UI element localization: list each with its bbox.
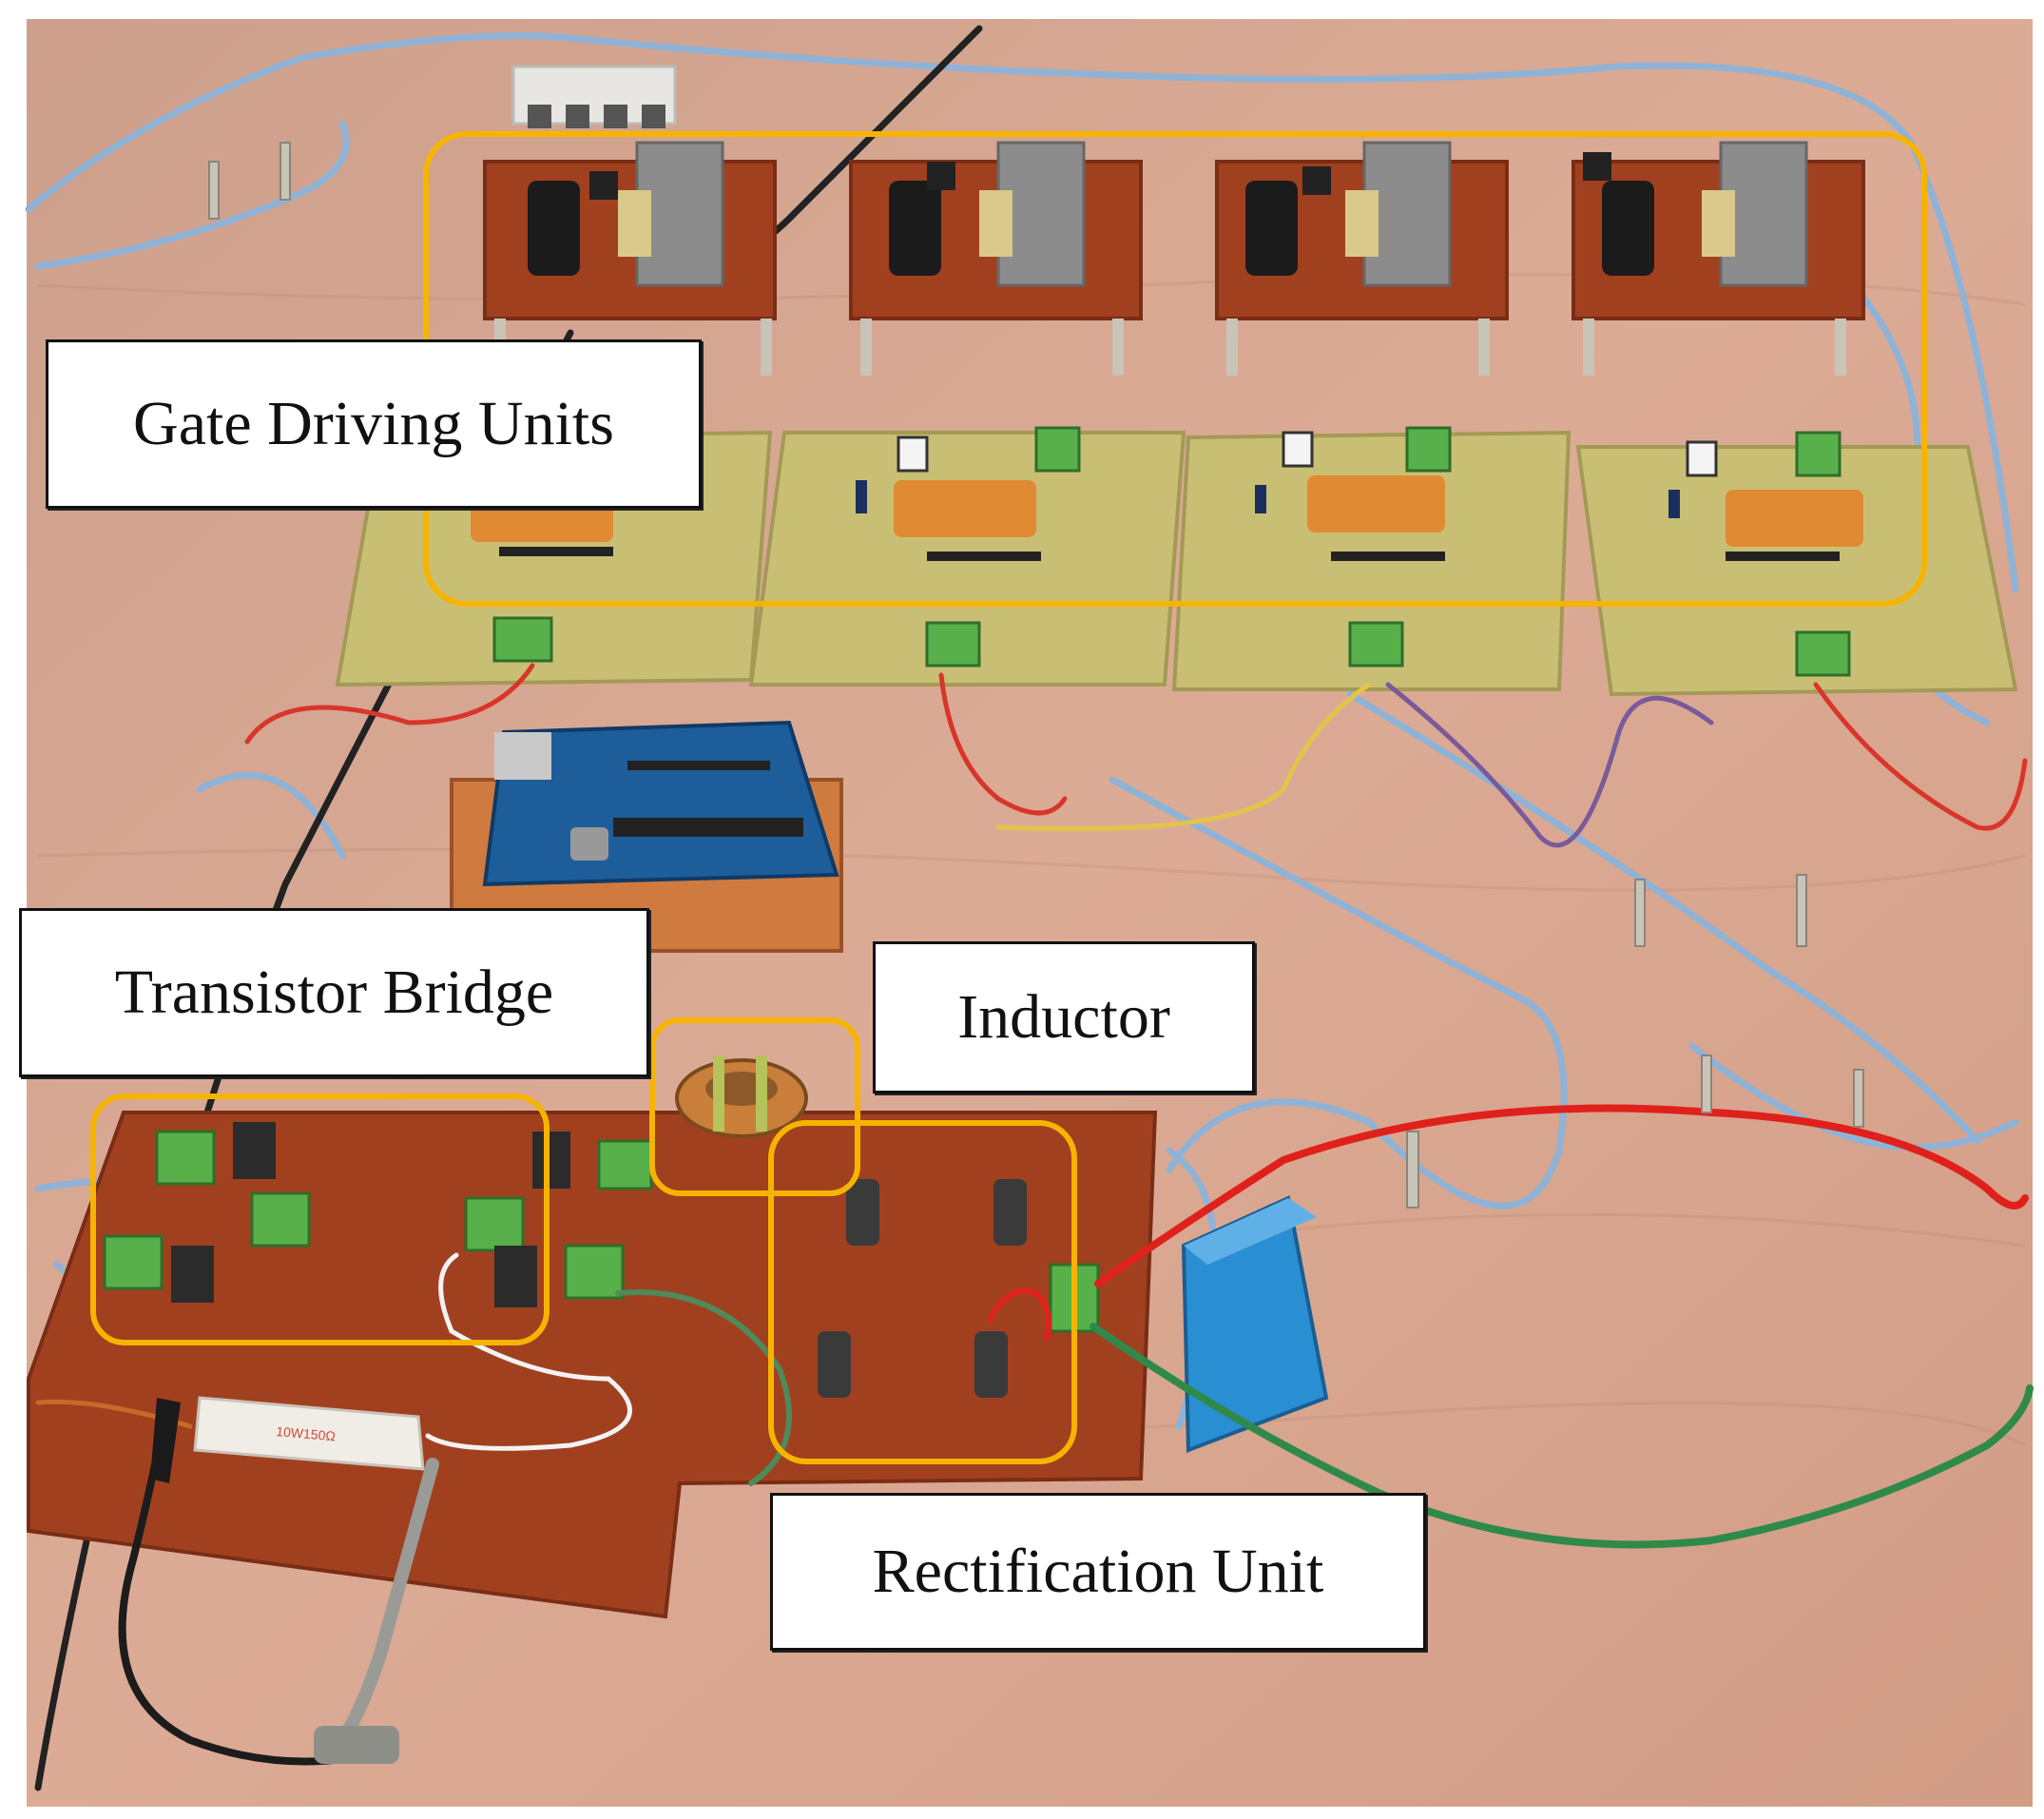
toroid-inductor (675, 1055, 808, 1138)
inductor-label: Inductor (873, 941, 1255, 1093)
transformer-board (849, 141, 1143, 376)
gate-driving-units-label: Gate Driving Units (46, 339, 702, 509)
transformer-board (1572, 141, 1865, 376)
rectification-unit-highlight (768, 1120, 1077, 1464)
driver-board (1171, 426, 1572, 691)
terminal-strip (511, 65, 677, 128)
power-leads (35, 1104, 2034, 1549)
signal-wires (244, 663, 2028, 848)
svg-text:10W150Ω: 10W150Ω (276, 1423, 337, 1443)
power-pcb (27, 1111, 1158, 1619)
standoff-screws (208, 142, 1864, 1209)
inductor-highlight (649, 1017, 860, 1196)
film-capacitor (1181, 1195, 1329, 1453)
scope-probes (118, 1398, 439, 1766)
rectification-unit-label: Rectification Unit (770, 1493, 1426, 1651)
transistor-bridge-label: Transistor Bridge (19, 908, 649, 1077)
driver-board (748, 426, 1186, 687)
transistor-bridge-highlight (90, 1093, 550, 1345)
driver-board (1575, 431, 2018, 697)
load-resistor: 10W150Ω (193, 1396, 425, 1471)
transformer-board (1215, 141, 1509, 376)
transformer-boards (483, 141, 1865, 376)
transformer-board (483, 141, 777, 376)
